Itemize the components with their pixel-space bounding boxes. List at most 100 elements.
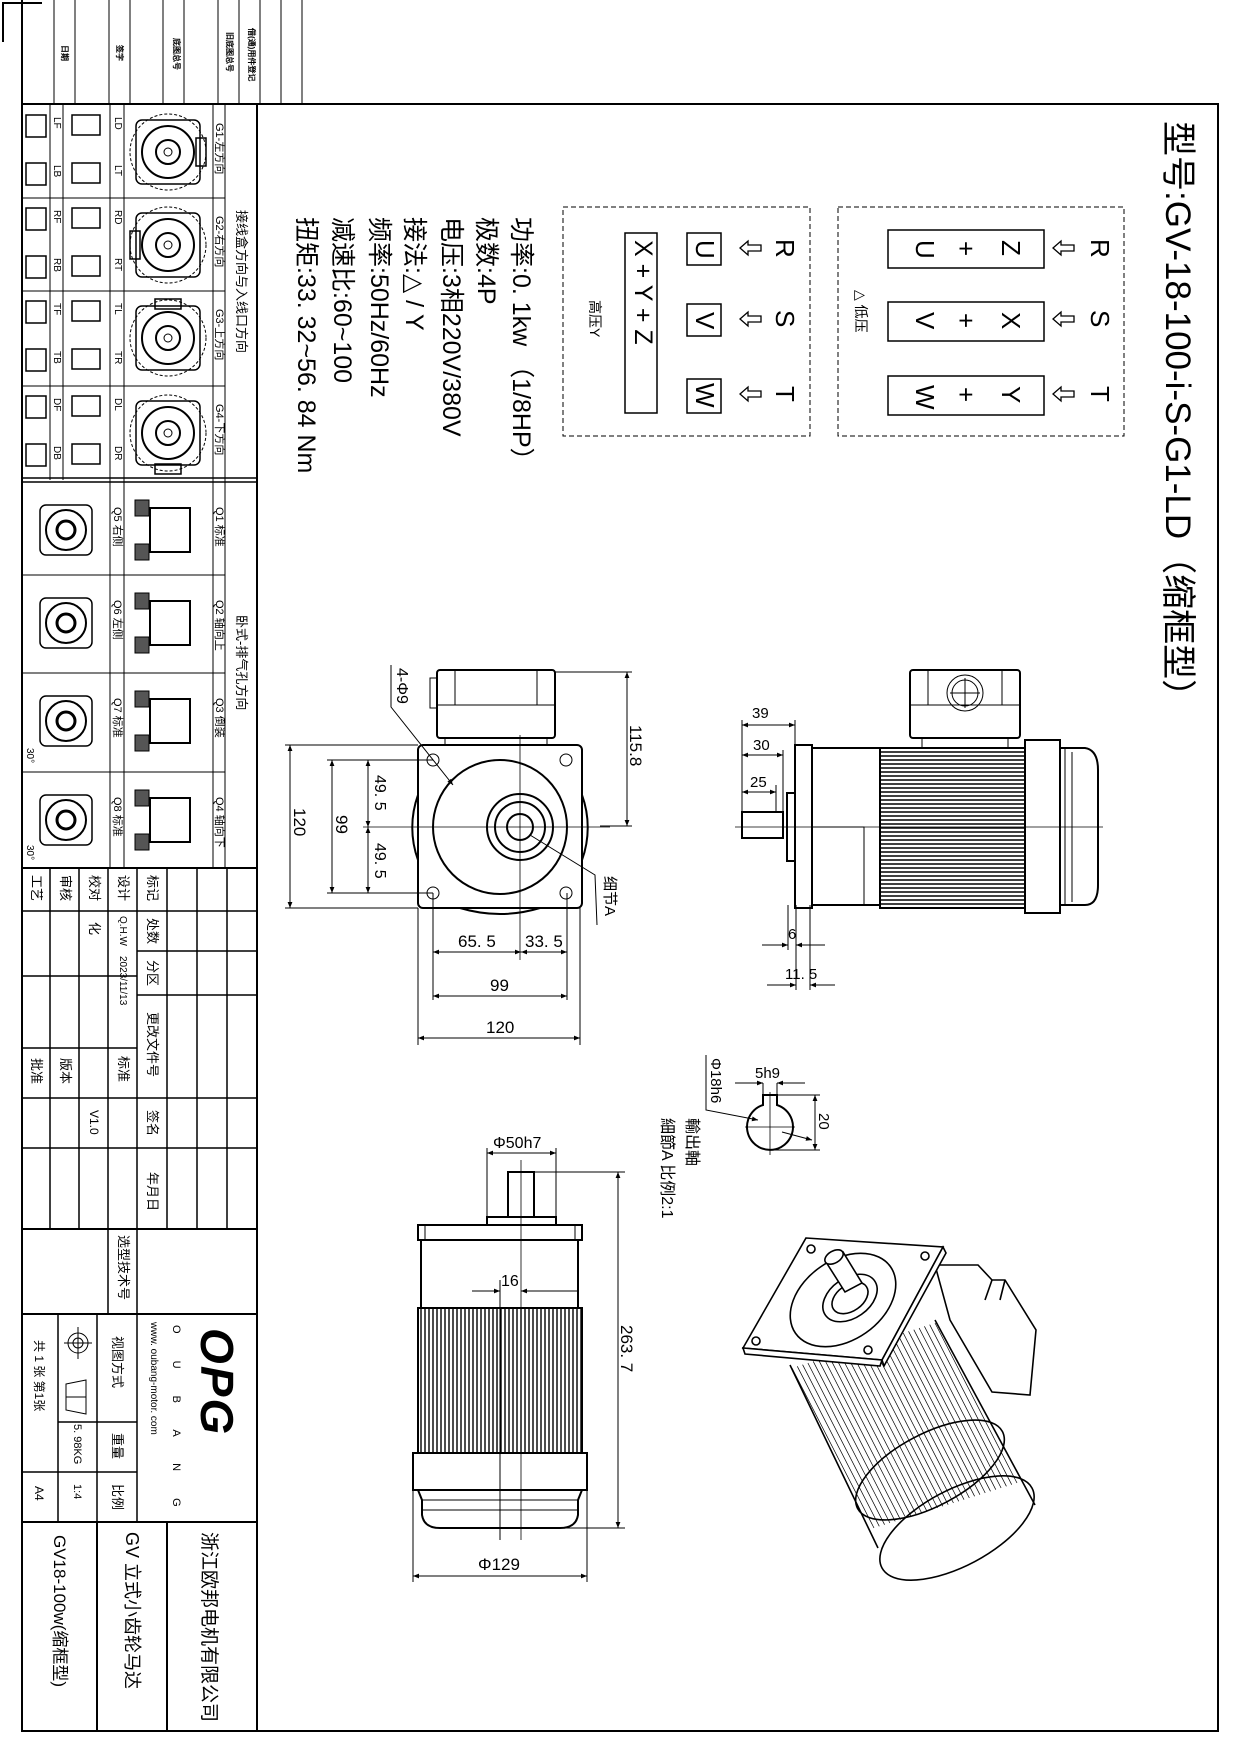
tb-check-label: 校对 — [87, 875, 102, 902]
motor-face-icon — [141, 311, 195, 365]
side-view — [735, 669, 1103, 990]
arrow-left-icons — [739, 239, 1075, 403]
brand-logo: OPG — [191, 1328, 243, 1437]
tb-date: 2023/11/13 — [117, 956, 128, 1006]
vent-view-icon — [45, 602, 87, 644]
g-option-code: DB — [51, 446, 62, 460]
angle-label: 30° — [24, 748, 35, 764]
high-voltage-label: 高压Y — [587, 300, 603, 338]
dim-left-offset: 65. 5 — [458, 932, 496, 951]
terminal-t-high: T — [770, 386, 800, 402]
fin-line — [918, 1327, 1002, 1489]
low-voltage-box — [837, 206, 1125, 437]
tb-scale-label: 比例 — [110, 1484, 125, 1511]
title-block-grid — [22, 868, 257, 1731]
tb-process-label: 工艺 — [29, 875, 44, 902]
spec-poles: 极数:4P — [472, 217, 500, 305]
brand-name: O U B A N G — [170, 1325, 182, 1519]
margin-strip — [2, 0, 303, 104]
terminal-t: T — [1085, 386, 1115, 402]
fin-line — [849, 1349, 933, 1510]
g-option-code: RT — [112, 258, 123, 272]
high-box-w: W — [690, 383, 720, 408]
low-voltage-label: △ 低压 — [853, 290, 869, 333]
fin-line — [844, 1351, 928, 1512]
motor-face-icon — [155, 139, 181, 165]
angle-label: 30° — [24, 845, 35, 861]
g-option-code: TB — [51, 351, 62, 364]
dim-11-5: 11. 5 — [785, 966, 818, 983]
side-cooling-fins — [880, 751, 1025, 905]
dim-half-upper: 49. 5 — [371, 775, 388, 811]
terminal-box-icon — [195, 137, 207, 167]
side-view-icon — [71, 443, 101, 465]
high-voltage-box — [562, 206, 811, 437]
g-option-label: G2-右方向 — [213, 216, 225, 268]
fin-line — [881, 1339, 965, 1500]
fin-line — [913, 1329, 997, 1490]
top-view-icon — [25, 300, 47, 324]
motor-face-icon — [135, 305, 201, 371]
vent-view-icon — [55, 519, 77, 541]
q-option-label: Q3 倒装 — [213, 698, 225, 738]
mounting-base-icon — [134, 592, 150, 610]
dim-offset-16: 16 — [501, 1273, 519, 1290]
motor-face-icon — [135, 212, 201, 278]
vent-view-icon — [45, 700, 87, 742]
mounting-base-icon — [134, 499, 150, 517]
spec-torque: 扭矩:33. 32~56. 84 Nm — [292, 217, 320, 474]
mounting-base-icon — [134, 789, 150, 807]
tb-design-label: 设计 — [116, 875, 131, 902]
motor-face-icon — [155, 232, 181, 258]
detail-scale-caption: 細節A 比例2:1 — [658, 1118, 675, 1219]
tb-approve-label: 批准 — [29, 1058, 44, 1085]
low-row2-op: + — [951, 313, 981, 329]
mounting-base-icon — [134, 690, 150, 708]
terminal-s-high: S — [770, 310, 800, 328]
g-option-code: LD — [112, 117, 123, 130]
motor-face-icon — [155, 325, 181, 351]
dim-flange-vertical: 120 — [290, 808, 309, 837]
fin-line — [802, 1364, 885, 1525]
tb-header-mark: 标记 — [145, 875, 160, 902]
side-view-icon — [71, 300, 101, 322]
dim-30: 30 — [753, 737, 770, 754]
g-option-code: LB — [51, 165, 62, 178]
q-view-label: Q6 左侧 — [111, 600, 123, 640]
option-pictograms — [25, 113, 207, 851]
mounting-icon — [149, 698, 191, 744]
fin-line — [834, 1354, 917, 1515]
low-row2-b: V — [910, 312, 940, 330]
q-option-label: Q2 轴向上 — [213, 600, 225, 651]
tb-designer: Q.H.W — [117, 916, 128, 946]
low-row2-a: X — [996, 312, 1026, 330]
fin-line — [908, 1331, 991, 1492]
tb-selection-no: 选型技术号 — [116, 1235, 131, 1301]
tb-version-value: V1.0 — [87, 1110, 101, 1135]
dim-shaft-diameter: Φ18h6 — [707, 1058, 724, 1104]
fin-line — [818, 1359, 901, 1520]
page-title: 型号:GV-18-100-i-S-G1-LD（缩框型） — [1158, 121, 1197, 715]
terminal-box-icon — [129, 230, 141, 260]
g-option-code: TF — [51, 303, 62, 316]
bottom-cooling-fins — [420, 1308, 582, 1453]
terminal-box-icon — [154, 298, 182, 310]
tb-paper-size: A4 — [32, 1486, 46, 1501]
spec-ratio: 减速比:60~100 — [328, 217, 356, 384]
tb-checker: 化 — [87, 922, 102, 936]
company-website: www. oubang-motor. com — [148, 1322, 159, 1435]
motor-face-icon — [129, 206, 207, 284]
g-option-code: DF — [51, 398, 62, 412]
g-option-label: G4-下方向 — [213, 404, 225, 456]
motor-face-icon — [155, 420, 181, 446]
g-option-code: DR — [112, 446, 123, 461]
tb-header-zone: 分区 — [145, 960, 160, 987]
q-option-label: Q1 标准 — [213, 507, 225, 547]
top-view-icon — [25, 207, 47, 231]
fin-line — [924, 1326, 1007, 1487]
mounting-base-icon — [134, 734, 150, 752]
fin-line — [902, 1332, 986, 1494]
fin-line — [791, 1367, 875, 1529]
dim-holes: 4-Φ9 — [393, 668, 410, 704]
top-view-icon — [25, 443, 47, 467]
